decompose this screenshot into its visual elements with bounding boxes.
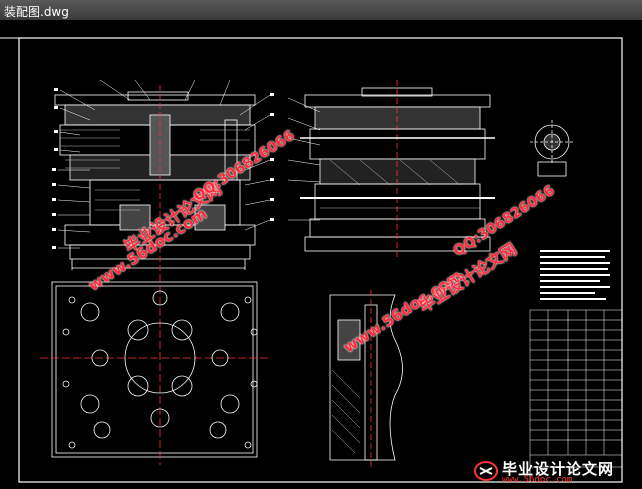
cad-drawing [0,37,623,483]
window-titlebar: 装配图.dwg [0,0,642,21]
technical-requirements [540,250,610,300]
footer-brand-name: 毕业设计论文网 [502,460,615,478]
plan-view [40,275,270,465]
footer-brand: 毕业设计论文网 www.56doc.com [472,458,638,486]
drawing-canvas[interactable]: www.56doc.com 毕业设计论文网 QQ:306826066 www.5… [0,20,642,489]
front-section-view [52,79,274,275]
drawing-border [18,37,623,483]
parts-list-table [529,309,623,483]
detail-view [530,120,574,177]
brand-logo-icon [474,461,498,481]
partial-section-view [329,290,403,468]
footer-brand-url: www.56doc.com [502,475,573,485]
side-section-view [287,80,495,260]
window-title: 装配图.dwg [4,5,69,19]
